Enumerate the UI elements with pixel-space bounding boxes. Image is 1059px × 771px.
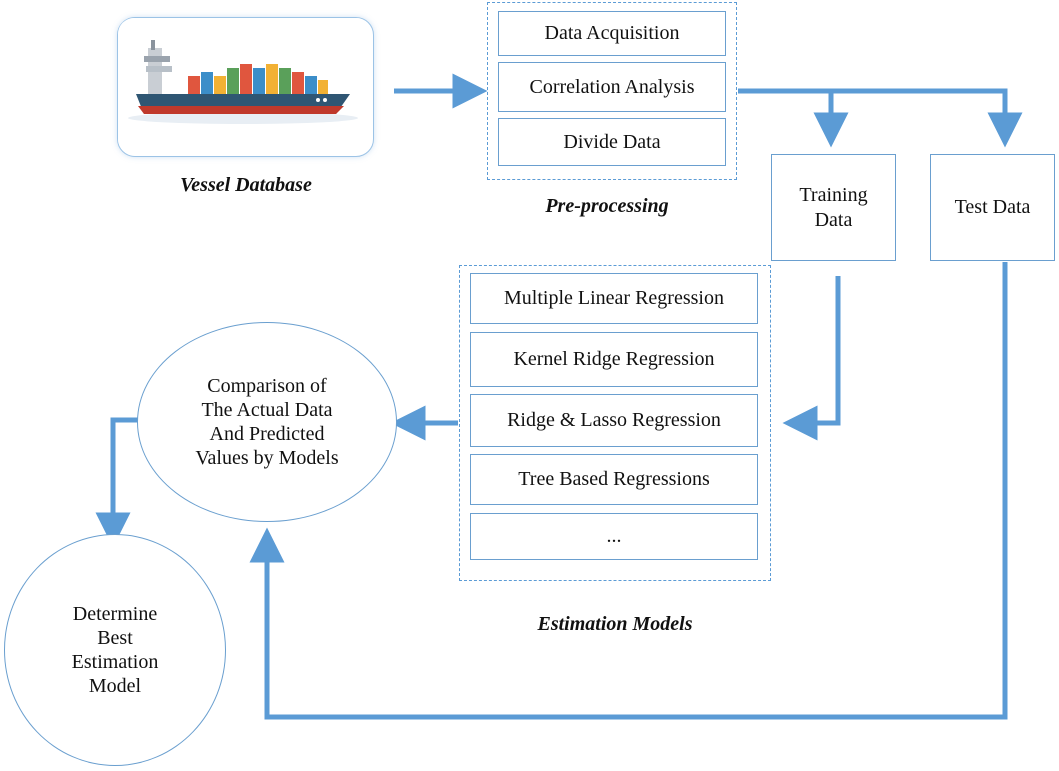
preprocessing-caption: Pre-processing	[545, 195, 669, 217]
model-ridge-lasso-regression: Ridge & Lasso Regression	[470, 394, 758, 447]
data-acquisition-step: Data Acquisition	[498, 11, 726, 56]
training-data-box: Training Data	[771, 154, 896, 261]
arrow-test-to-comparison	[249, 262, 1008, 720]
comparison-circle: Comparison of The Actual Data And Predic…	[137, 322, 397, 522]
model-tree-based-regressions: Tree Based Regressions	[470, 454, 758, 505]
divide-data-step: Divide Data	[498, 118, 726, 166]
arrow-to-training	[738, 88, 849, 148]
vessel-image-frame	[117, 17, 374, 157]
arrow-training-to-models	[782, 276, 841, 441]
test-data-box: Test Data	[930, 154, 1055, 261]
comparison-label: Comparison of The Actual Data And Predic…	[195, 375, 339, 469]
estimation-models-caption: Estimation Models	[537, 613, 693, 635]
arrow-to-test	[831, 88, 1023, 148]
model-ellipsis: ...	[470, 513, 758, 560]
correlation-analysis-step: Correlation Analysis	[498, 62, 726, 112]
vessel-database-caption: Vessel Database	[180, 174, 312, 196]
cargo-ship-icon	[118, 18, 372, 155]
model-kernel-ridge-regression: Kernel Ridge Regression	[470, 332, 758, 387]
model-multiple-linear-regression: Multiple Linear Regression	[470, 273, 758, 324]
preprocessing-group	[487, 2, 737, 180]
arrow-comparison-to-best	[95, 417, 139, 548]
best-model-label: Determine Best Estimation Model	[71, 603, 159, 697]
estimation-models-group	[459, 265, 771, 581]
best-model-circle: Determine Best Estimation Model	[4, 534, 226, 766]
